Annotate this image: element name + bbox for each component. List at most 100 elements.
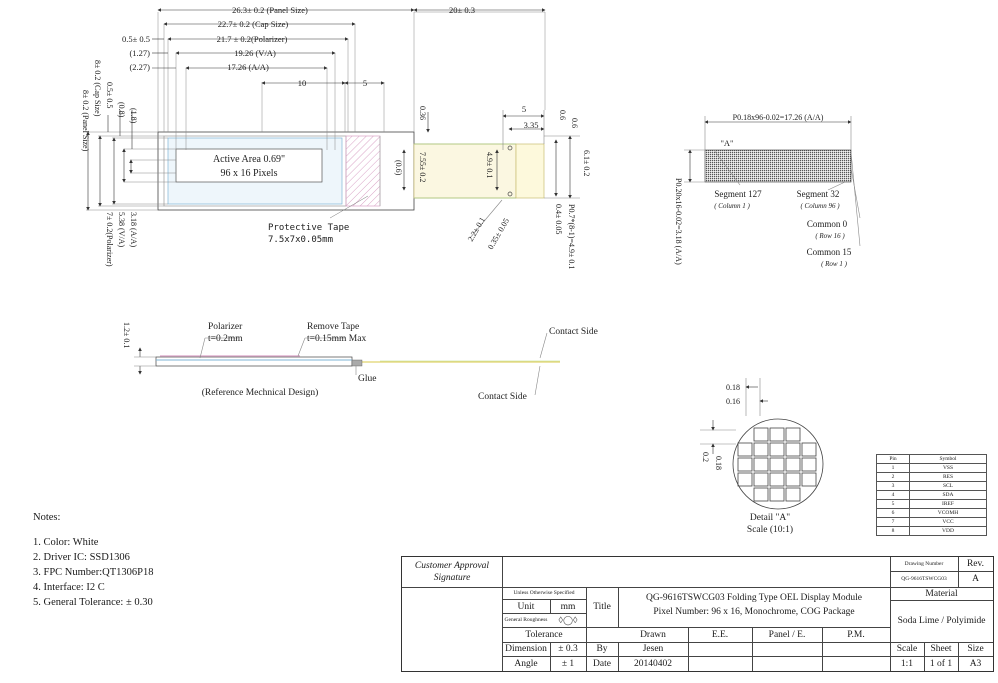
side-thickness: 1.2± 0.1 [122,322,131,348]
notes-block: Notes: 1. Color: White 2. Driver IC: SSD… [33,510,153,610]
dim-offset-05: 0.5± 0.5 [122,34,150,44]
sheet-label: Sheet [930,644,952,654]
row-1-label: ( Row 1 ) [821,260,848,268]
dim-v-08: (0.8) [117,102,126,118]
detail-pixel-cell [753,457,769,472]
protective-tape-size: 7.5x7x0.05mm [268,235,333,245]
unit-label: Unit [517,601,535,612]
dim-polarizer: 21.7 ± 0.2(Polarizer) [217,34,288,44]
detail-pixel-cell [737,472,753,487]
material-value: Soda Lime / Polyimide [897,616,986,626]
symbol-header: Symbol [909,454,987,464]
detail-pixel-cell [737,457,753,472]
detail-pixel-cell [785,457,801,472]
detail-a-mark: "A" [720,138,733,148]
fpc-dim-04: 0.4± 0.05 [554,204,563,234]
dim-v-05: 0.5± 0.5 [105,82,114,108]
note-item: 1. Color: White [33,537,99,548]
rev-value: A [972,574,979,584]
pixel-matrix-view: P0.18x96-0.02=17.26 (A/A) P0.20x16-0.02=… [674,113,861,268]
detail-dim-018: 0.18 [726,383,740,392]
pin-number: 4 [876,490,910,500]
protective-tape-label: Protective Tape [268,223,349,233]
dim-v-va: 5.38 (V/A) [117,212,126,247]
dim-panel-size: 26.3± 0.2 (Panel Size) [232,5,308,15]
side-contact-top: Contact Side [549,327,598,337]
side-contact-bottom: Contact Side [478,392,527,402]
unless-specified: Unless Otherwise Specified [513,590,575,596]
protective-tape-area [345,135,381,207]
side-remove-tape: Remove Tape [307,322,359,332]
angle-value: ± 1 [561,658,575,669]
segment-127-label: Segment 127 [714,189,762,199]
column-1-label: ( Column 1 ) [714,202,750,210]
detail-pixel-cell [753,472,769,487]
signature-label: Signature [433,572,471,583]
title-block: Customer Approval Signature Drawing Numb… [401,556,994,672]
dim-v-pol: 7± 0.2(Polarizer) [105,212,114,267]
fpc-tail [515,143,545,199]
dim-v-18: (1.8) [129,108,138,124]
active-pixels-label: 96 x 16 Pixels [221,168,278,179]
pin-number: 2 [876,472,910,482]
dim-v-cap: 8± 0.2 (Cap Size) [93,60,102,117]
scale-value: 1:1 [900,658,914,669]
detail-dim-018v: 0.18 [714,456,723,470]
dim-aa: 17.26 (A/A) [227,62,269,72]
pin-symbol: VSS [909,463,987,473]
detail-pixel-cell [785,427,801,442]
notes-title: Notes: [33,512,61,523]
drawn-label: Drawn [640,629,666,640]
fpc-dim-06b: 0.6 [570,118,579,128]
segment-32-label: Segment 32 [797,189,840,199]
tolerance-label: Tolerance [525,629,563,640]
dim-v-036: 0.36 [418,106,427,120]
dim-20: 20± 0.3 [449,5,475,15]
dim-5-top: 5 [363,78,367,88]
side-view: 1.2± 0.1 Polarizer t=0.2mm Remove Tape t… [122,322,598,402]
dimension-label: Dimension [505,644,547,654]
pin-symbol: IREF [909,499,987,509]
detail-pixel-cell [753,487,769,502]
drawing-number: QG-9616TSWCG03 [901,576,947,582]
dim-offset-227: (2.27) [129,62,150,72]
detail-pixel-cell [769,487,785,502]
title-line-1: QG-9616TSWCG03 Folding Type OEL Display … [646,593,862,603]
pin-number: 1 [876,463,910,473]
front-view [86,8,546,219]
detail-a-view: 0.18 0.16 0.2 0.18 Detail "A" Scale (10:… [700,378,824,535]
pin-symbol: VCC [909,517,987,527]
detail-pixel-cell [801,442,817,457]
date-label: Date [593,658,611,669]
dim-v-panel: 8± 0.2 (Panel Size) [81,90,90,152]
detail-pixel-cell [769,457,785,472]
detail-pixel-cell [737,442,753,457]
active-area-box [175,148,323,183]
fpc-dim-49: 4.9± 0.1 [485,152,494,178]
note-item: 2. Driver IC: SSD1306 [33,552,130,563]
date-value: 20140402 [634,658,672,669]
pin-symbol: SDA [909,490,987,500]
pitch-h-label: P0.18x96-0.02=17.26 (A/A) [733,113,824,122]
dim-offset-127: (1.27) [129,48,150,58]
fpc-dim-035: 0.35± 0.05 [486,217,511,251]
dim-va: 19.26 (V/A) [234,48,276,58]
side-ref-design: (Reference Mechnical Design) [202,387,319,398]
pin-number: 6 [876,508,910,518]
note-item: 5. General Tolerance: ± 0.30 [33,597,153,608]
dim-cap-size: 22.7± 0.2 (Cap Size) [218,19,289,29]
roughness-symbol: ◊◯◊ [558,614,578,625]
fpc-dim-61: 6.1± 0.2 [582,150,591,176]
title-line-2: Pixel Number: 96 x 16, Monochrome, COG P… [653,607,855,617]
pixel-matrix [704,149,852,183]
pin-number: 7 [876,517,910,527]
material-label: Material [925,588,958,599]
detail-pixel-cell [801,457,817,472]
detail-pixel-cell [753,427,769,442]
